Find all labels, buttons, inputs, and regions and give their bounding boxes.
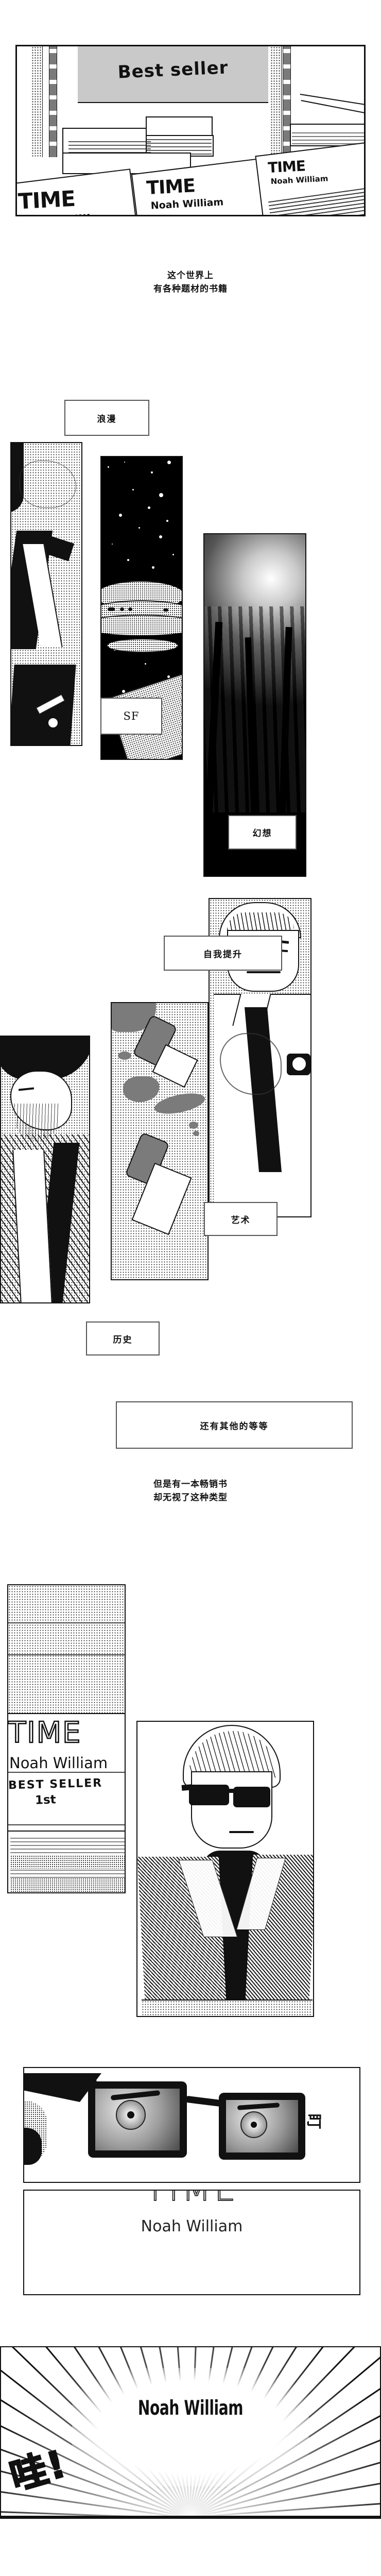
panel-cover-repeat: TIME Noah William bbox=[23, 2190, 360, 2295]
shelf-line bbox=[8, 1654, 125, 1655]
book-author-ghost: Noah William bbox=[141, 2217, 243, 2235]
panel-impact-burst: Noah William 哇! bbox=[0, 2346, 381, 2519]
best-seller-badge: BEST SELLER bbox=[8, 1776, 103, 1792]
mouth bbox=[229, 1831, 254, 1833]
genre-label-sf: SF bbox=[100, 698, 162, 735]
face-outline bbox=[20, 461, 76, 508]
best-seller-sign: Best seller bbox=[78, 46, 268, 103]
genre-label-text: 历史 bbox=[113, 1334, 133, 1345]
eye-right-iris bbox=[240, 2111, 267, 2138]
floor-tone bbox=[142, 1999, 313, 2016]
book-title: TIME bbox=[267, 157, 306, 177]
panel-man-portrait bbox=[136, 1721, 314, 2017]
narration-line: 有各种题材的书籍 bbox=[153, 284, 228, 295]
narration-1: 这个世界上 有各种题材的书籍 bbox=[0, 269, 381, 296]
genre-label-text: 还有其他的等等 bbox=[200, 1421, 269, 1432]
mouth bbox=[247, 971, 281, 973]
book-title: TIME bbox=[8, 1716, 82, 1751]
hair-side bbox=[24, 2128, 42, 2165]
burst-name-text: Noah William bbox=[137, 2397, 244, 2420]
genre-label-self-improvement: 自我提升 bbox=[164, 936, 282, 971]
narration-line: 这个世界上 bbox=[167, 270, 214, 281]
ring-detail bbox=[47, 717, 59, 728]
shelf-speedlines bbox=[10, 1870, 125, 1878]
best-seller-rank: 1st bbox=[34, 1793, 57, 1807]
book-stack-lines bbox=[147, 137, 212, 155]
panel-art bbox=[111, 1002, 209, 1280]
face bbox=[191, 1771, 272, 1849]
sfx-stare: 盯 bbox=[304, 2113, 323, 2130]
book-stack-lines bbox=[292, 130, 364, 144]
genre-label-text: 自我提升 bbox=[203, 949, 243, 960]
book-title: TIME bbox=[17, 185, 76, 214]
genre-label-history: 历史 bbox=[86, 1321, 160, 1355]
narration-line: 却无视了这种类型 bbox=[153, 1493, 228, 1503]
cover-divider bbox=[8, 1824, 125, 1825]
genre-label-others: 还有其他的等等 bbox=[116, 1401, 353, 1449]
hand-outline bbox=[220, 1033, 282, 1095]
narration-2: 但是有一本畅销书 却无视了这种类型 bbox=[0, 1478, 381, 1505]
genre-label-text: 幻想 bbox=[252, 828, 272, 839]
sunglasses-lens-left bbox=[189, 1785, 229, 1805]
shelf-speedlines bbox=[10, 1836, 125, 1853]
burst-highlight bbox=[72, 2368, 309, 2486]
genre-label-fantasy: 幻想 bbox=[228, 815, 297, 850]
paint-blob bbox=[123, 1076, 159, 1102]
eye-left-pupil bbox=[127, 2111, 134, 2119]
shelf-line bbox=[8, 1622, 125, 1623]
cover-divider bbox=[8, 1772, 125, 1773]
hair-strands bbox=[227, 912, 294, 930]
genre-label-text: 浪漫 bbox=[97, 414, 117, 425]
ufo-window bbox=[120, 607, 124, 611]
sunglasses-bridge bbox=[227, 1789, 235, 1793]
shelf-pillar-texture-left bbox=[31, 46, 43, 157]
panel-history bbox=[0, 1036, 90, 1303]
paint-speck bbox=[189, 1122, 198, 1129]
shelf-line bbox=[300, 94, 364, 106]
book-author: Noah William bbox=[9, 1754, 108, 1772]
shelf-background bbox=[8, 1585, 125, 1714]
glasses-bridge bbox=[185, 2095, 222, 2107]
book-cover-front-left: TIME Noah William bbox=[17, 168, 140, 215]
ufo-window bbox=[163, 608, 168, 612]
eye-left-iris bbox=[116, 2100, 146, 2130]
sunglasses-temple bbox=[181, 1784, 193, 1791]
book-title-ghost: TIME bbox=[24, 2191, 359, 2209]
shelf-pillar-texture-right bbox=[270, 46, 282, 157]
shelf-tone bbox=[10, 1855, 125, 1869]
paint-speck bbox=[193, 1131, 199, 1136]
best-seller-sign-text: Best seller bbox=[117, 57, 229, 83]
ufo-window bbox=[128, 607, 132, 611]
ufo-window bbox=[108, 607, 115, 611]
shelf-tone bbox=[10, 1878, 125, 1892]
ufo-lower bbox=[107, 638, 179, 653]
panel-glasses-closeup: 盯 bbox=[23, 2067, 360, 2183]
wristwatch-face bbox=[291, 1056, 307, 1072]
shelf-line bbox=[301, 100, 364, 114]
panel-self-improvement bbox=[209, 898, 311, 1217]
book-author: Noah William bbox=[270, 174, 328, 187]
paint-smear bbox=[152, 1089, 207, 1118]
book-title: TIME bbox=[146, 175, 196, 199]
panel-romance bbox=[10, 442, 82, 746]
genre-label-text: SF bbox=[123, 710, 140, 722]
narration-line: 但是有一本畅销书 bbox=[153, 1479, 228, 1489]
genre-label-art: 艺术 bbox=[204, 1202, 278, 1236]
shelf-pillar-blocks-left bbox=[49, 46, 57, 157]
book-author: Noah William bbox=[150, 196, 224, 212]
eye-right-pupil bbox=[251, 2122, 257, 2128]
ufo-rim bbox=[101, 615, 182, 636]
book-cover: TIME Noah William BEST SELLER 1st bbox=[8, 1713, 125, 1832]
genre-label-text: 艺术 bbox=[231, 1215, 251, 1226]
panel-bookstore: Best seller TIME Noah William TIME Noah … bbox=[15, 45, 366, 216]
shelf-pillar-blocks-right bbox=[283, 46, 291, 157]
paint-drop bbox=[118, 1052, 131, 1060]
panel-floor-line bbox=[1, 2516, 380, 2518]
sunglasses-lens-right bbox=[233, 1787, 270, 1807]
genre-label-romance: 浪漫 bbox=[64, 400, 149, 436]
panel-book-closeup: TIME Noah William BEST SELLER 1st bbox=[7, 1584, 126, 1893]
